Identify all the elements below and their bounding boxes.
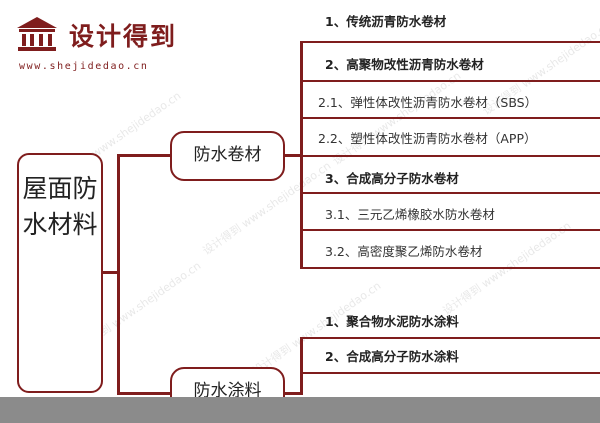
building-icon: [17, 17, 57, 51]
connector-branch-2-out: [285, 392, 302, 395]
connector-trunk: [117, 154, 120, 394]
leaf-item: 1、聚合物水泥防水涂料: [325, 314, 459, 329]
leaf-underline: [300, 155, 600, 157]
leaf-item: 3.2、高密度聚乙烯防水卷材: [325, 244, 483, 259]
leaf-item: 1、传统沥青防水卷材: [325, 14, 447, 29]
leaf-underline: [300, 117, 600, 119]
leaf-underline: [300, 41, 600, 43]
leaf-underline: [300, 372, 600, 374]
leaf-underline: [300, 80, 600, 82]
leaf-item: 2.1、弹性体改性沥青防水卷材（SBS）: [318, 95, 538, 110]
leaf-item: 2、合成高分子防水涂料: [325, 349, 459, 364]
leaf-item: 3、合成高分子防水卷材: [325, 171, 459, 186]
site-logo: 设计得到 www.shejidedao.cn: [13, 13, 233, 73]
leaf-item: 2.2、塑性体改性沥青防水卷材（APP）: [318, 131, 537, 146]
connector-branch-2: [117, 392, 172, 395]
connector-branch-1-out: [285, 154, 302, 157]
connector-branch-1: [117, 154, 172, 157]
logo-name: 设计得到: [69, 22, 178, 51]
leaf-underline: [300, 192, 600, 194]
leaf-underline: [300, 267, 600, 269]
root-node-label: 屋面防水材料: [22, 174, 98, 239]
bottom-band: [0, 397, 600, 423]
logo-url: www.shejidedao.cn: [19, 61, 149, 72]
root-node: 屋面防水材料: [17, 153, 103, 393]
leaf-item: 2、高聚物改性沥青防水卷材: [325, 57, 484, 72]
leaf-underline: [300, 229, 600, 231]
branch-node-waterproof-membrane: 防水卷材: [170, 131, 285, 181]
leaf-item: 3.1、三元乙烯橡胶水防水卷材: [325, 207, 495, 222]
connector-root: [103, 271, 119, 274]
leaf-underline: [300, 337, 600, 339]
connector-branch-2-vertical: [300, 338, 303, 395]
